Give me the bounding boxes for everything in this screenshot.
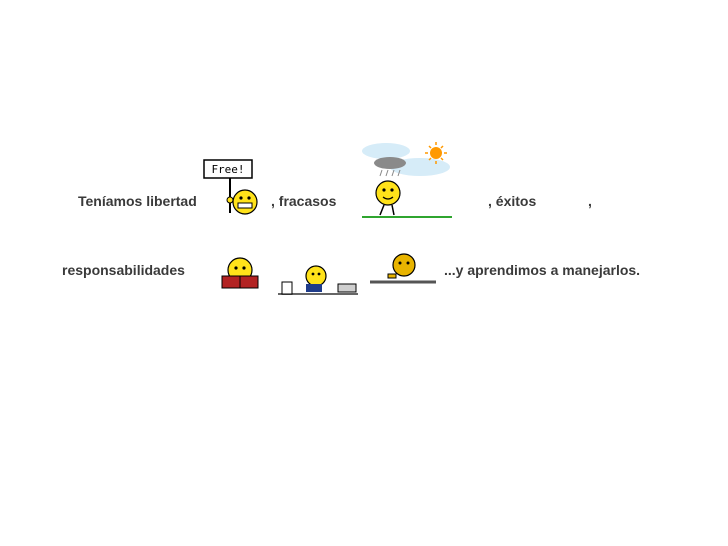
table-smiley-icon <box>368 252 438 288</box>
text-aprendimos: ...y aprendimos a manejarlos. <box>444 262 641 278</box>
weather-smiley-icon <box>360 133 454 221</box>
text-teniamos-libertad: Teníamos libertad <box>78 193 197 209</box>
free-sign-smiley-icon: Free! <box>200 158 266 218</box>
text-fracasos: , fracasos <box>271 193 337 209</box>
sign-text: Free! <box>211 163 244 176</box>
text-responsabilidades: responsabilidades <box>62 262 185 278</box>
text-exitos: , éxitos <box>488 193 537 209</box>
reading-smiley-icon <box>218 256 262 292</box>
text-trailing-comma: , <box>588 193 592 209</box>
working-smiley-icon <box>276 262 360 298</box>
